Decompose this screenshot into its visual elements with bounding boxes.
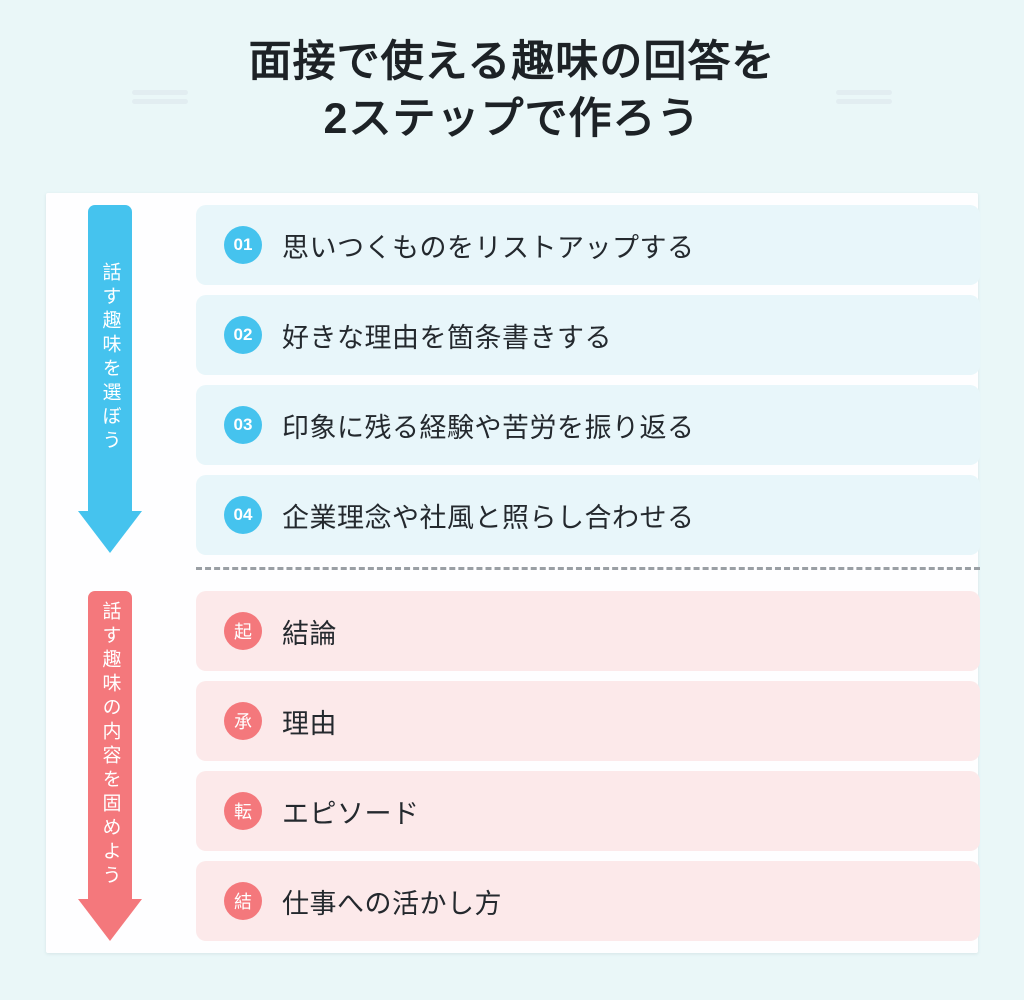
status-badge: 承	[224, 702, 262, 740]
status-badge: 転	[224, 792, 262, 830]
section-step-1: 話す趣味を選ぼう 01 思いつくものをリストアップする 02 好きな理由を箇条書…	[46, 193, 980, 565]
list-item[interactable]: 01 思いつくものをリストアップする	[196, 205, 980, 285]
section-divider	[196, 567, 980, 570]
list-item[interactable]: 02 好きな理由を箇条書きする	[196, 295, 980, 375]
section-step-2: 話す趣味の内容を固めよう 起 結論 承 理由 転 エピソード 結	[46, 579, 980, 953]
step-1-row-list: 01 思いつくものをリストアップする 02 好きな理由を箇条書きする 03 印象…	[196, 205, 980, 565]
arrow-label-step-1: 話す趣味を選ぼう	[99, 262, 121, 454]
list-item[interactable]: 結 仕事への活かし方	[196, 861, 980, 941]
list-item-label: 理由	[282, 708, 337, 739]
list-item-label: 思いつくものをリストアップする	[282, 232, 695, 263]
list-item-label: エピソード	[282, 798, 420, 829]
list-item-label: 好きな理由を箇条書きする	[282, 322, 612, 353]
decorative-lines-right-icon	[836, 90, 892, 104]
step-2-row-list: 起 結論 承 理由 転 エピソード 結 仕事への活かし方	[196, 591, 980, 951]
decorative-lines-left-icon	[132, 90, 188, 104]
status-badge: 02	[224, 316, 262, 354]
list-item[interactable]: 起 結論	[196, 591, 980, 671]
status-badge: 03	[224, 406, 262, 444]
down-arrow-icon-step-1: 話す趣味を選ぼう	[78, 205, 142, 553]
page-title-line-2: 2ステップで作ろう	[323, 94, 701, 143]
status-badge: 01	[224, 226, 262, 264]
status-badge: 結	[224, 882, 262, 920]
page-title: 面接で使える趣味の回答を 2ステップで作ろう	[0, 34, 1024, 148]
arrow-label-step-2: 話す趣味の内容を固めよう	[99, 601, 121, 889]
list-item-label: 企業理念や社風と照らし合わせる	[282, 502, 695, 533]
down-arrow-icon-step-2: 話す趣味の内容を固めよう	[78, 591, 142, 941]
list-item[interactable]: 転 エピソード	[196, 771, 980, 851]
status-badge: 起	[224, 612, 262, 650]
list-item-label: 結論	[282, 618, 337, 649]
page-title-line-1: 面接で使える趣味の回答を	[248, 38, 776, 86]
list-item[interactable]: 03 印象に残る経験や苦労を振り返る	[196, 385, 980, 465]
status-badge: 04	[224, 496, 262, 534]
list-item[interactable]: 04 企業理念や社風と照らし合わせる	[196, 475, 980, 555]
list-item-label: 印象に残る経験や苦労を振り返る	[282, 412, 695, 443]
list-item-label: 仕事への活かし方	[282, 888, 502, 919]
steps-card: 話す趣味を選ぼう 01 思いつくものをリストアップする 02 好きな理由を箇条書…	[46, 193, 980, 953]
list-item[interactable]: 承 理由	[196, 681, 980, 761]
